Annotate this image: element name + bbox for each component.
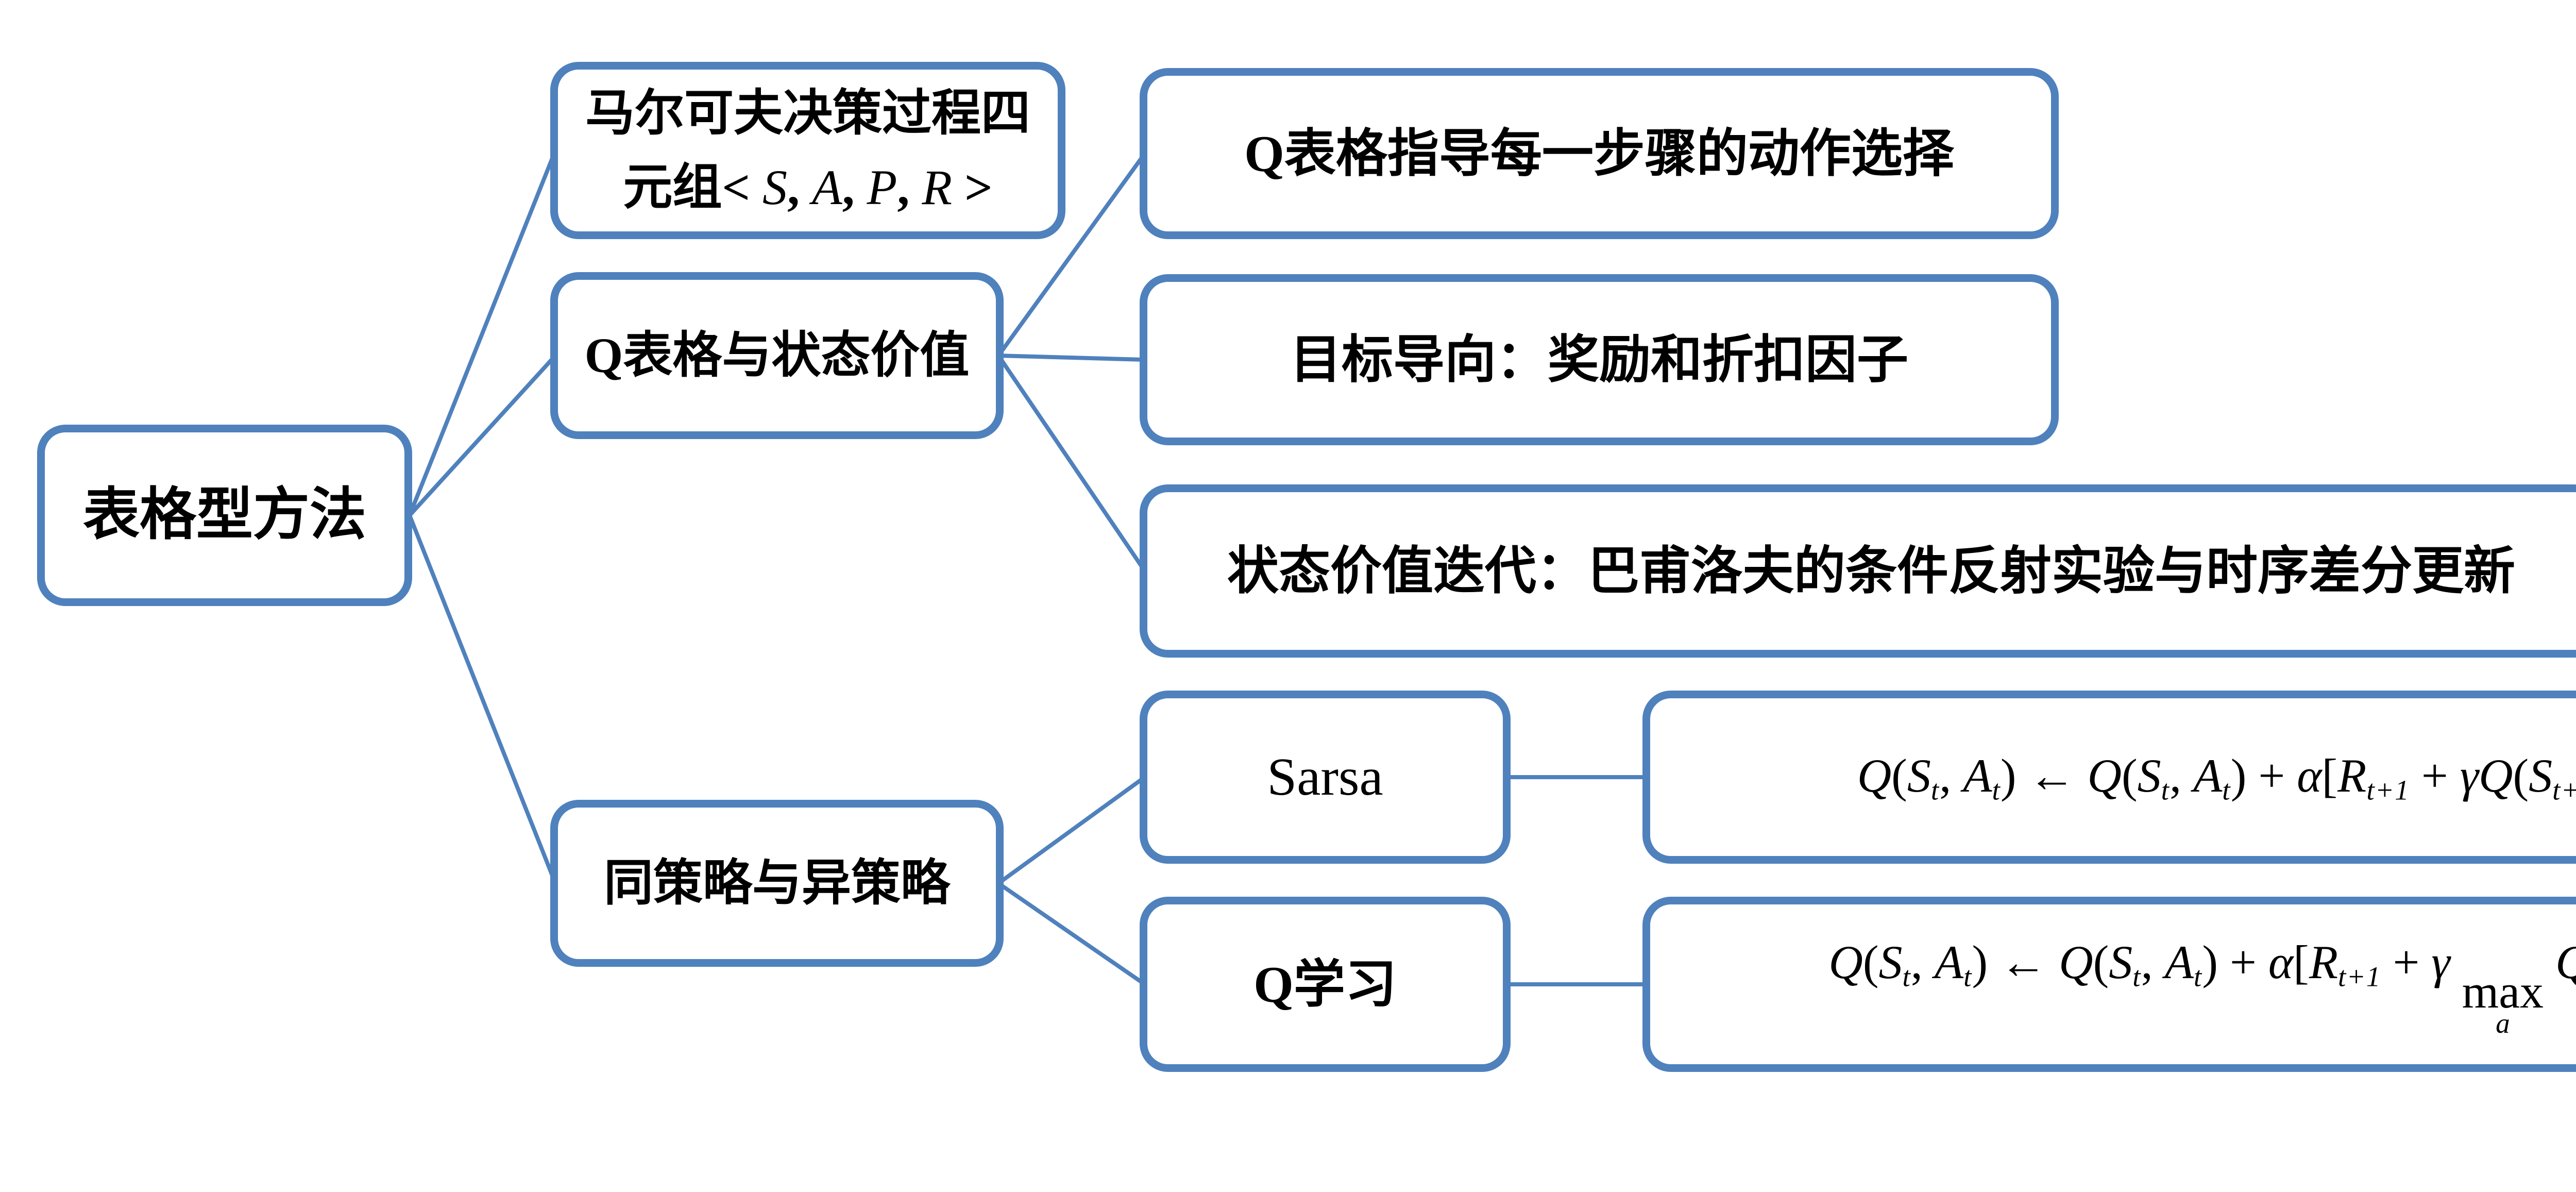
connector-policy-sarsa: [997, 775, 1146, 885]
node-label: Q表格指导每一步骤的动作选择: [1244, 125, 1954, 182]
node-goal-oriented-reward-discount: 目标导向：奖励和折扣因子: [1140, 274, 2059, 445]
node-mdp-tuple: 马尔可夫决策过程四 元组< S, A, P, R >: [550, 62, 1065, 239]
node-label: Q学习: [1253, 955, 1397, 1013]
node-label: 表格型方法: [83, 483, 366, 547]
connector-policy-qlearn: [997, 881, 1146, 986]
node-q-table-state-value: Q表格与状态价值: [550, 272, 1004, 439]
node-sarsa: Sarsa: [1140, 691, 1511, 864]
node-label: Sarsa: [1267, 747, 1383, 807]
node-q-learning: Q学习: [1140, 897, 1511, 1072]
node-tabular-methods: 表格型方法: [37, 425, 412, 606]
node-on-policy-off-policy: 同策略与异策略: [550, 800, 1004, 967]
node-label: 状态价值迭代：巴甫洛夫的条件反射实验与时序差分更新: [1227, 542, 2515, 600]
node-q-table-action-selection: Q表格指导每一步骤的动作选择: [1140, 68, 2059, 239]
connector-qtable-goal: [998, 354, 1145, 362]
node-label: 目标导向：奖励和折扣因子: [1290, 331, 1908, 389]
formula-text: Q(St, At) ← Q(St, At) + α[Rt+1 + γQ(St+1…: [1857, 749, 2576, 806]
connector-root-qtable: [408, 354, 557, 517]
node-label: Q表格与状态价值: [584, 328, 970, 383]
connector-root-policy: [408, 514, 557, 884]
connector-qtable-valueiter: [996, 354, 1147, 573]
node-label: 同策略与异策略: [604, 855, 950, 911]
node-label-line1: 马尔可夫决策过程四: [585, 86, 1030, 141]
node-label-line2: 元组< S, A, P, R >: [623, 160, 993, 215]
connector-root-mdp: [408, 149, 557, 516]
node-sarsa-update-formula: Q(St, At) ← Q(St, At) + α[Rt+1 + γQ(St+1…: [1642, 691, 2576, 864]
node-state-value-iteration: 状态价值迭代：巴甫洛夫的条件反射实验与时序差分更新: [1140, 484, 2576, 658]
connector-qtable-qguide: [996, 152, 1147, 357]
